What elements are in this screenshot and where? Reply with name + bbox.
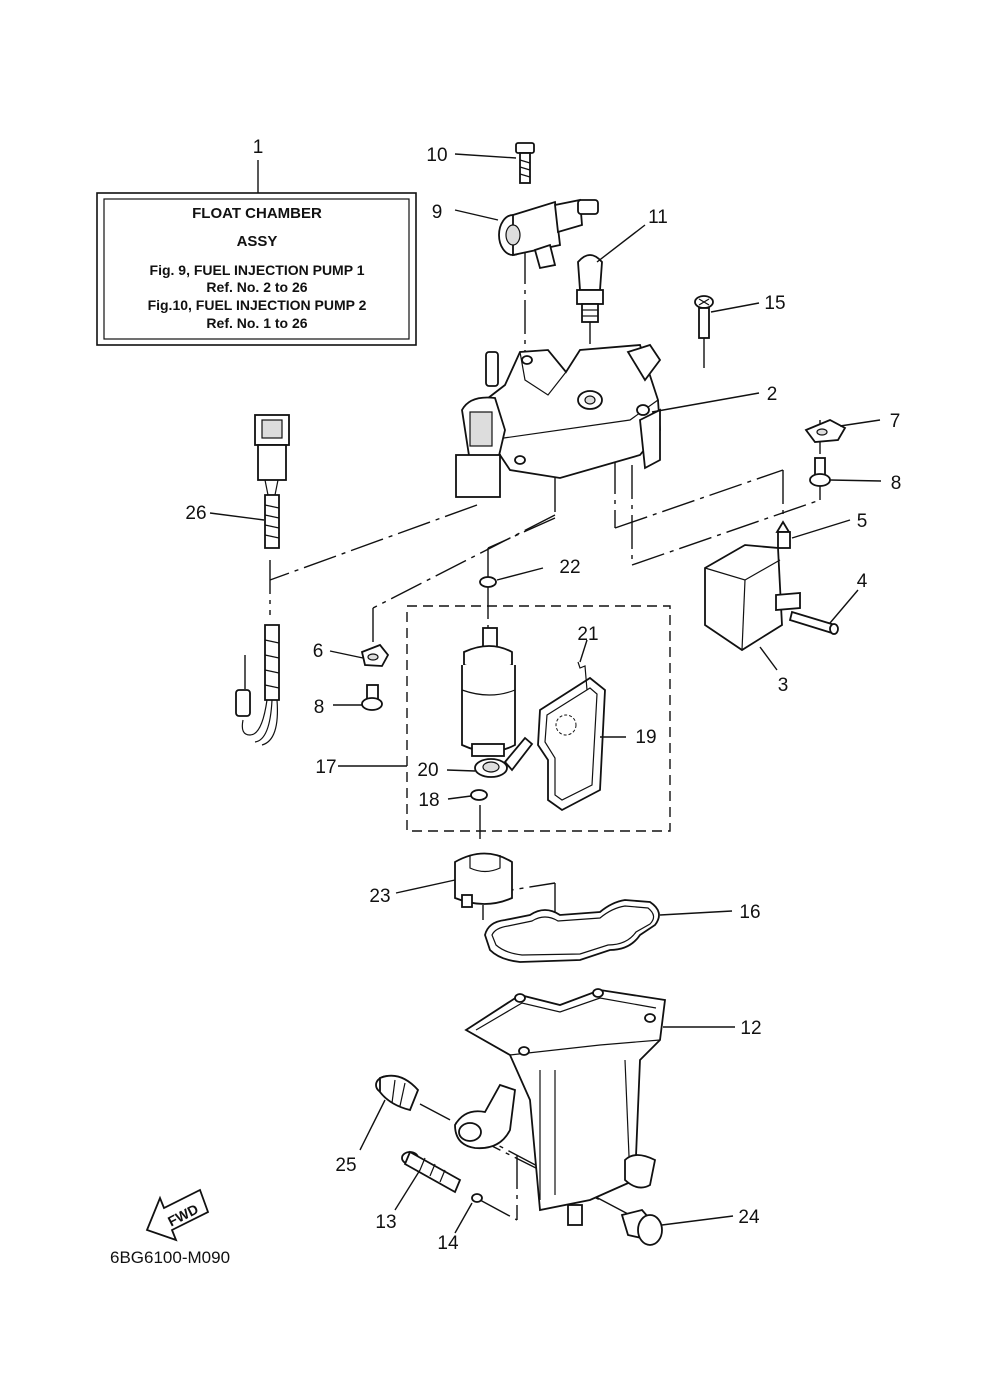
part-19-filter — [537, 676, 606, 812]
callout-17: 17 — [315, 757, 336, 778]
callout-5: 5 — [857, 511, 868, 532]
part-9-injection-valve — [498, 198, 599, 270]
part-23-damper — [454, 852, 513, 908]
drawing-code: 6BG6100-M090 — [110, 1248, 230, 1267]
callout-1: 1 — [253, 137, 264, 158]
callout-4: 4 — [857, 571, 868, 592]
callout-11: 11 — [648, 207, 668, 228]
part-8-bolt-right — [809, 457, 831, 487]
part-6-bracket — [360, 643, 390, 667]
pump-subassembly-boundary — [406, 605, 671, 832]
callout-12: 12 — [740, 1018, 761, 1039]
callout-20: 20 — [417, 760, 438, 781]
part-25-plug — [375, 1074, 420, 1112]
callout-24: 24 — [738, 1207, 760, 1228]
info-box-title: FLOAT CHAMBER — [192, 205, 322, 222]
info-box: 1 FLOAT CHAMBER ASSY Fig. 9, FUEL INJECT… — [96, 137, 417, 346]
part-3-float — [704, 544, 801, 652]
callout-10: 10 — [426, 145, 447, 166]
part-5-needle-valve — [775, 520, 791, 549]
callout-2: 2 — [767, 384, 778, 405]
info-box-line-fig10: Fig.10, FUEL INJECTION PUMP 2 — [148, 297, 367, 313]
info-box-line-ref1: Ref. No. 2 to 26 — [206, 279, 307, 295]
part-11-sensor — [576, 254, 604, 323]
callout-18: 18 — [418, 790, 439, 811]
part-10-bolt — [515, 142, 535, 184]
part-21-clip — [577, 661, 588, 691]
leader-lines — [209, 153, 882, 1234]
callout-3: 3 — [778, 675, 789, 696]
callout-19: 19 — [635, 727, 656, 748]
callout-21: 21 — [577, 624, 598, 645]
callout-8-left: 8 — [314, 697, 325, 718]
part-4-pin — [788, 610, 839, 635]
part-22-o-ring — [479, 576, 497, 588]
callout-13: 13 — [375, 1212, 396, 1233]
part-7-bracket — [804, 419, 847, 443]
callout-26: 26 — [185, 503, 206, 524]
part-16-gasket — [484, 899, 660, 963]
callout-16: 16 — [739, 902, 760, 923]
callout-8-right: 8 — [891, 473, 902, 494]
info-box-line-fig9: Fig. 9, FUEL INJECTION PUMP 1 — [150, 262, 365, 278]
info-box-line-ref2: Ref. No. 1 to 26 — [206, 315, 307, 331]
callout-6: 6 — [313, 641, 324, 662]
part-18-o-ring — [470, 789, 488, 801]
callout-numbers: 2 3 4 5 6 7 8 8 9 10 11 12 13 14 15 16 1… — [185, 145, 901, 1254]
callout-23: 23 — [369, 886, 390, 907]
callout-25: 25 — [335, 1155, 356, 1176]
callout-14: 14 — [437, 1233, 459, 1254]
callout-7: 7 — [890, 411, 901, 432]
part-13-screw — [401, 1150, 462, 1194]
fuel-pump — [461, 627, 516, 757]
part-12-float-chamber — [454, 988, 667, 1226]
part-24-drain-plug — [620, 1208, 663, 1246]
part-8-bolt-left — [361, 684, 383, 711]
part-20-holder — [474, 736, 534, 778]
part-15-screw — [694, 295, 714, 339]
callout-9: 9 — [432, 202, 443, 223]
part-26-wiring-harness — [235, 414, 290, 746]
callout-22: 22 — [559, 557, 580, 578]
info-box-subtitle: ASSY — [237, 233, 278, 250]
callout-15: 15 — [764, 293, 785, 314]
fwd-arrow-icon: FWD — [145, 1188, 210, 1242]
part-14-o-ring — [471, 1193, 483, 1203]
part-2-chamber-cover — [455, 343, 662, 498]
